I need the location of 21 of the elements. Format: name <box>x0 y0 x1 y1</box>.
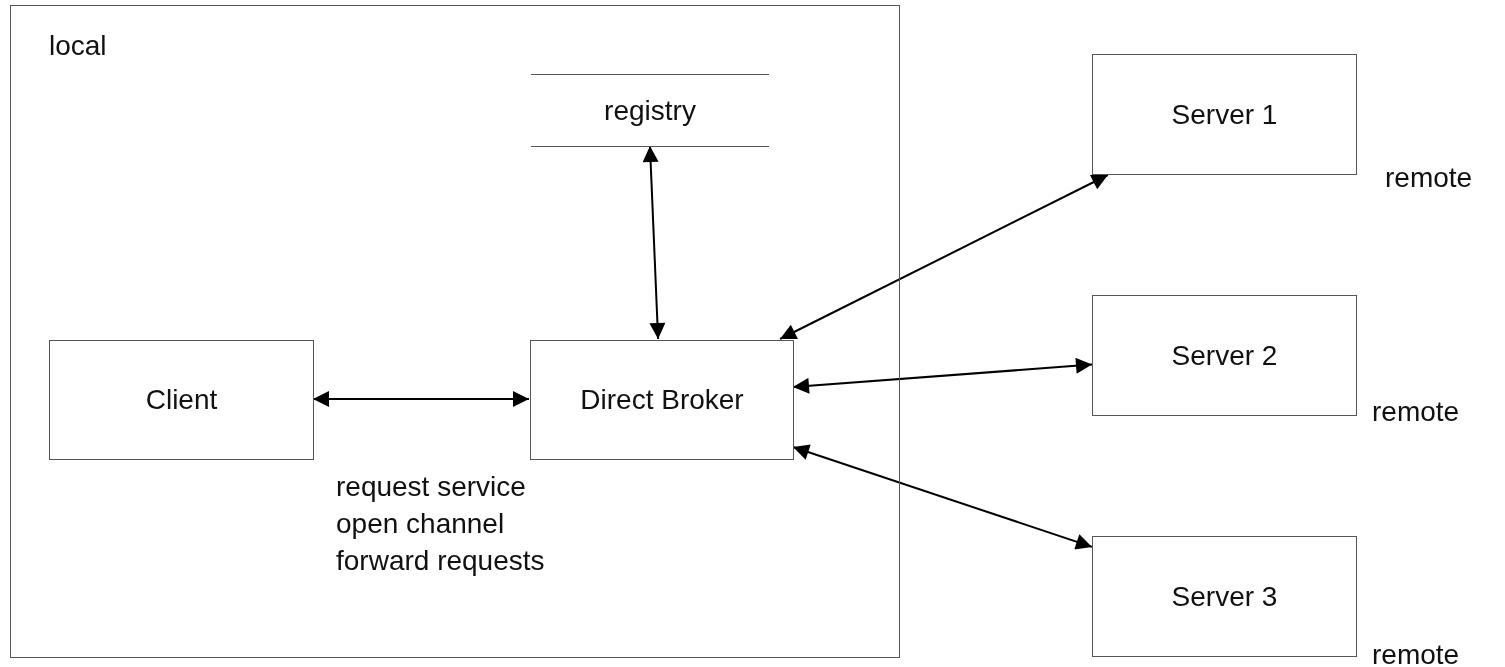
node-label: Server 3 <box>1171 580 1278 613</box>
group-label: local <box>49 30 107 62</box>
side-note: remote <box>1372 639 1460 667</box>
node-label: Server 1 <box>1171 98 1278 131</box>
side-note: remote <box>1385 162 1473 194</box>
double-arrow <box>779 174 1109 340</box>
node-label: Direct Broker <box>580 384 744 416</box>
double-arrow <box>312 391 530 407</box>
component-box <box>1092 54 1357 175</box>
node-label: registry <box>604 94 696 127</box>
double-arrow <box>792 444 1093 550</box>
node-label: Server 2 <box>1171 339 1278 372</box>
double-arrow <box>792 357 1093 394</box>
component-box <box>1092 295 1357 416</box>
local-group-box <box>10 5 900 658</box>
component-box <box>1092 536 1357 657</box>
double-arrow <box>642 145 666 340</box>
node-label: Client <box>145 384 218 416</box>
side-note: remote <box>1372 396 1460 428</box>
component-box <box>530 340 794 460</box>
component-box <box>49 340 314 460</box>
